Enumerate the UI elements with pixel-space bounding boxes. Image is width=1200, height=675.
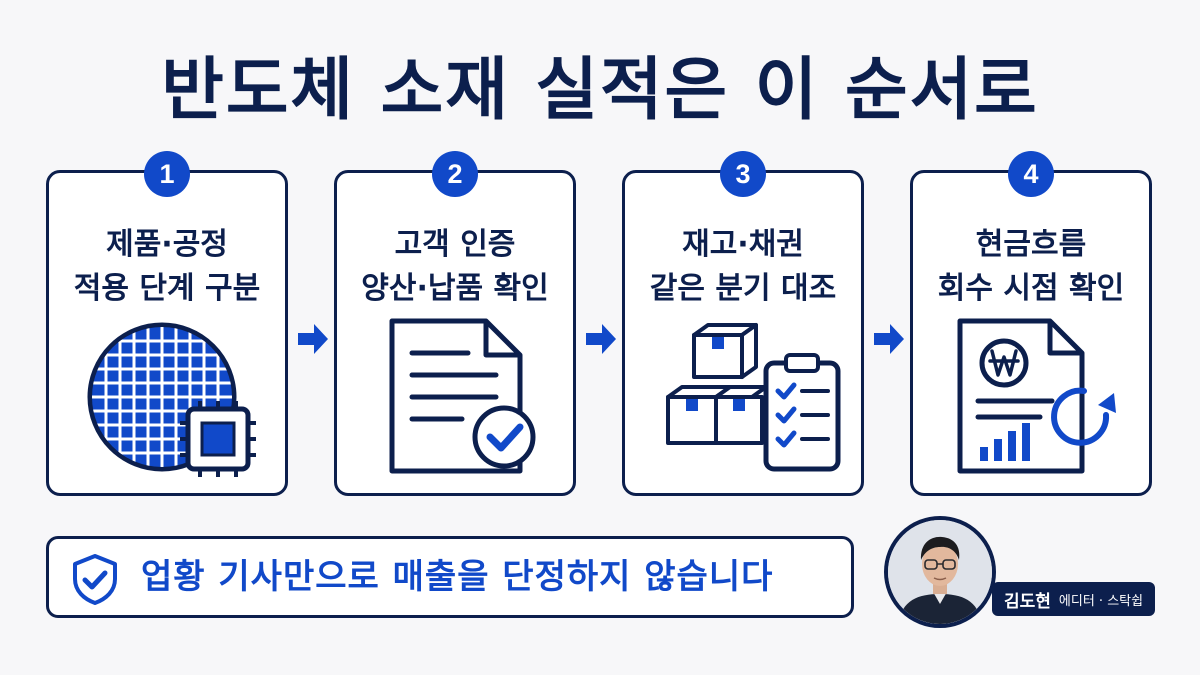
won-report-cycle-icon [957,318,1116,474]
step-line-2: 같은 분기 대조 [649,271,837,306]
step-text: 제품·공정 적용 단계 구분 [49,223,285,311]
step-line-1: 재고·채권 [682,227,804,262]
step-line-2: 회수 시점 확인 [937,271,1125,306]
step-card-1: 1 제품·공정 적용 단계 구분 [46,151,288,496]
step-line-1: 고객 인증 [394,227,516,262]
step-line-2: 양산·납품 확인 [361,271,549,306]
step-card-2: 2 고객 인증 양산·납품 확인 [334,151,576,496]
step-card-4: 4 현금흐름 회수 시점 확인 [910,151,1152,496]
author-role: 에디터 · 스탁쉽 [1058,593,1144,609]
shield-check-icon [73,554,117,605]
step-text: 현금흐름 회수 시점 확인 [913,223,1149,311]
step-number-badge: 3 [720,151,766,197]
arrow-right-icon [586,324,616,354]
step-number-badge: 1 [144,151,190,197]
document-check-icon [389,318,536,474]
step-text: 고객 인증 양산·납품 확인 [337,223,573,311]
step-line-2: 적용 단계 구분 [73,271,261,306]
step-number-badge: 2 [432,151,478,197]
notice-text: 업황 기사만으로 매출을 단정하지 않습니다 [141,557,774,597]
arrow-right-icon [298,324,328,354]
notice-banner: 업황 기사만으로 매출을 단정하지 않습니다 [46,536,854,618]
author-name: 김도현 [1004,591,1051,612]
page-title: 반도체 소재 실적은 이 순서로 [161,51,1039,130]
step-line-1: 제품·공정 [106,227,228,262]
person-portrait-icon [888,520,992,624]
wafer-chip-icon [87,322,256,477]
step-text: 재고·채권 같은 분기 대조 [625,223,861,311]
step-number-badge: 4 [1008,151,1054,197]
step-line-1: 현금흐름 [975,227,1087,262]
step-card-3: 3 재고·채권 같은 분기 대조 [622,151,864,496]
author-avatar [884,516,996,628]
author-byline: 김도현 에디터 · 스탁쉽 [992,582,1156,616]
boxes-checklist-icon [666,323,841,472]
arrow-right-icon [874,324,904,354]
